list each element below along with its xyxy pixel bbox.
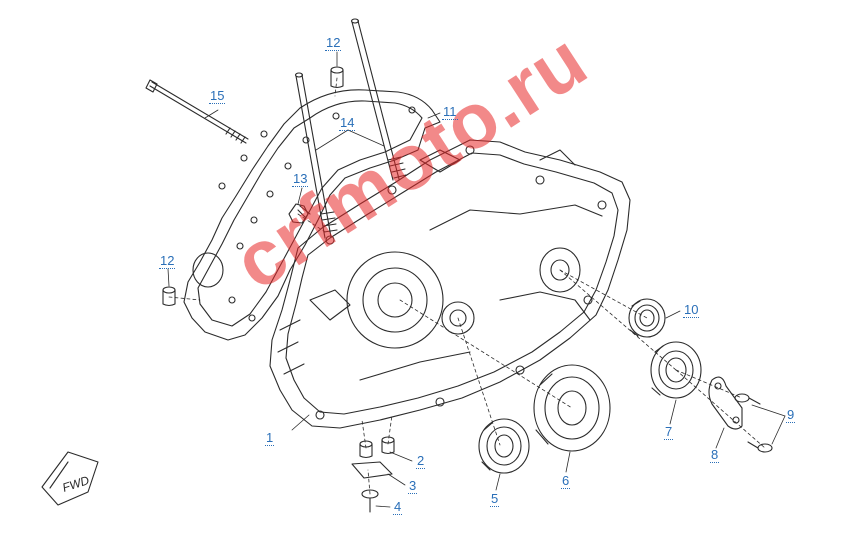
callout-5[interactable]: 5 xyxy=(490,491,500,507)
bearing-10-drawing xyxy=(628,298,666,338)
crankcase-drawing xyxy=(269,139,631,429)
callout-15[interactable]: 15 xyxy=(209,88,226,104)
leader-lines xyxy=(167,51,786,508)
plug-drawing xyxy=(288,203,311,224)
fwd-direction-marker xyxy=(41,451,99,506)
callout-11[interactable]: 11 xyxy=(442,104,458,120)
callout-6[interactable]: 6 xyxy=(561,473,571,489)
fwd-label: FWD xyxy=(61,473,92,495)
callout-8[interactable]: 8 xyxy=(710,447,720,463)
callout-13[interactable]: 13 xyxy=(292,171,309,187)
long-bolt-drawing xyxy=(145,79,249,144)
callout-14[interactable]: 14 xyxy=(339,115,356,131)
callout-12-top[interactable]: 12 xyxy=(325,35,342,51)
small-parts-drawing xyxy=(351,436,395,513)
callout-7[interactable]: 7 xyxy=(664,424,674,440)
studs-drawing xyxy=(294,18,407,239)
screws-drawing xyxy=(734,393,773,453)
callout-2[interactable]: 2 xyxy=(416,453,426,469)
callout-10[interactable]: 10 xyxy=(683,302,700,318)
callout-9[interactable]: 9 xyxy=(786,407,796,423)
bearing-5-drawing xyxy=(478,418,530,474)
callout-1[interactable]: 1 xyxy=(265,430,275,446)
assembly-guide-lines xyxy=(168,77,766,495)
dowels-drawing xyxy=(162,66,344,307)
gasket-drawing xyxy=(183,89,441,341)
bearing-7-drawing xyxy=(650,341,702,399)
callout-3[interactable]: 3 xyxy=(408,478,418,494)
callout-4[interactable]: 4 xyxy=(393,499,403,515)
callout-12-left[interactable]: 12 xyxy=(159,253,176,269)
bearing-6-drawing xyxy=(533,364,611,452)
